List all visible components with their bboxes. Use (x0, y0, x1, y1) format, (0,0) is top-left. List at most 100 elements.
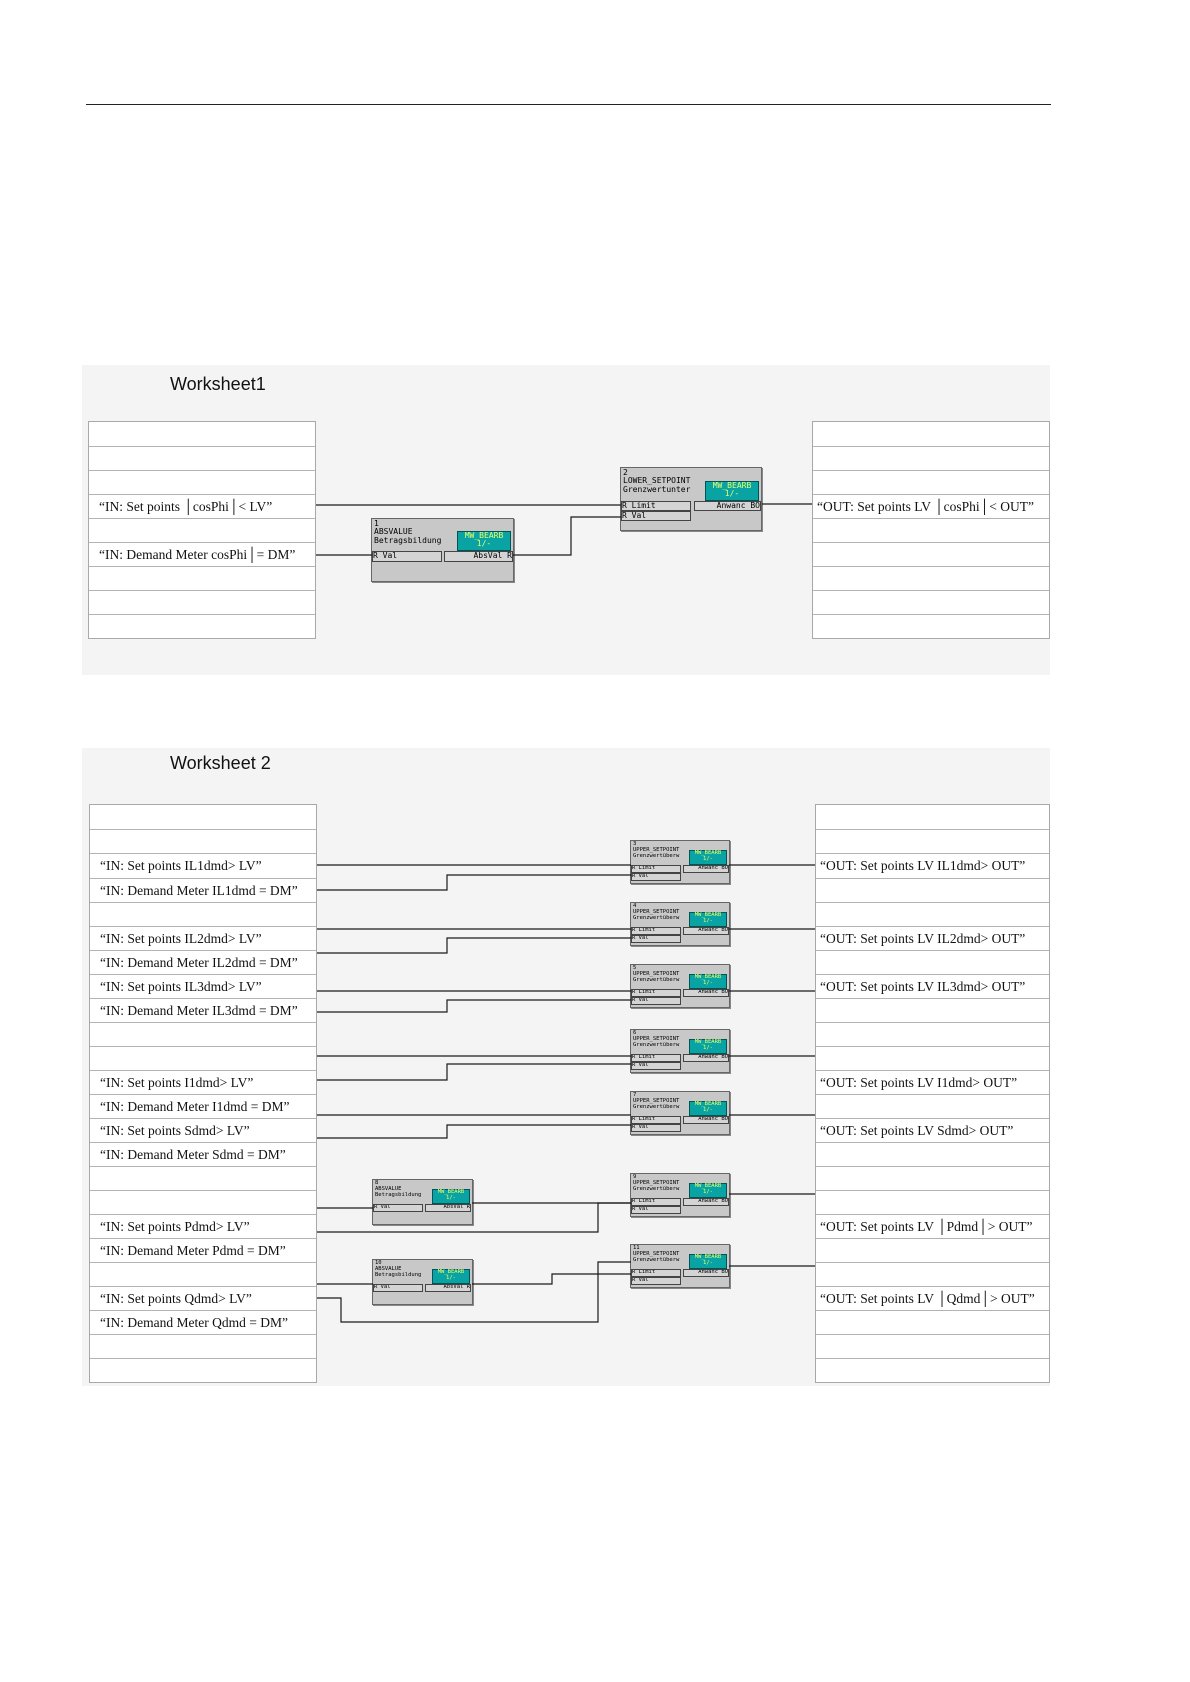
ws2-output-il3: “OUT: Set points LV IL3dmd> OUT” (816, 974, 1049, 998)
block-header: 4 UPPER_SETPOINT Grenzwertüberw (633, 903, 679, 921)
block-input-pin[interactable]: R Val (631, 1062, 681, 1070)
block-input-pin[interactable]: R Val (372, 551, 442, 562)
ws2-input-pdmd-setpoint: “IN: Set points Pdmd> LV” (90, 1214, 316, 1238)
block-tag-sequence: 1/- (703, 979, 713, 986)
block-output-pin[interactable]: Anwanc BO (683, 1198, 729, 1206)
ws1-input-row (89, 446, 315, 470)
block-output-pin[interactable]: AbsVal R (444, 551, 513, 562)
ws2-upper-setpoint-block[interactable]: 7 UPPER_SETPOINT Grenzwertüberw MW_BEARB… (630, 1091, 730, 1135)
block-output-pin[interactable]: Anwanc BO (683, 927, 729, 935)
block-number: 7 (633, 1092, 637, 1098)
ws2-output-row (816, 1142, 1049, 1166)
ws1-lower-setpoint-block[interactable]: 2 LOWER_SETPOINT Grenzwertunter MW_BEARB… (620, 467, 762, 531)
block-input-pin[interactable]: R Val (631, 873, 681, 881)
block-input-pin[interactable]: R Limit (631, 1116, 681, 1124)
ws2-output-i1: “OUT: Set points LV I1dmd> OUT” (816, 1070, 1049, 1094)
block-output-pin[interactable]: Anwanc BO (683, 1116, 729, 1124)
ws2-upper-setpoint-block[interactable]: 11 UPPER_SETPOINT Grenzwertüberw MW_BEAR… (630, 1244, 730, 1288)
ws2-output-row (816, 1190, 1049, 1214)
block-tag-sequence: 1/- (446, 1274, 456, 1281)
block-input-pin[interactable]: R Limit (631, 865, 681, 873)
ws2-upper-setpoint-block[interactable]: 6 UPPER_SETPOINT Grenzwertüberw MW_BEARB… (630, 1029, 730, 1073)
ws2-upper-setpoint-block[interactable]: 5 UPPER_SETPOINT Grenzwertüberw MW_BEARB… (630, 964, 730, 1008)
ws1-output-row (813, 446, 1049, 470)
ws2-input-il1-setpoint: “IN: Set points IL1dmd> LV” (90, 853, 316, 878)
block-output-pin[interactable]: Anwanc BO (683, 989, 729, 997)
ws2-output-row (816, 1334, 1049, 1358)
ws1-output-row (813, 542, 1049, 566)
block-input-pin[interactable]: R Limit (631, 927, 681, 935)
block-number: 6 (633, 1030, 637, 1036)
block-tag-sequence: 1/- (446, 1194, 456, 1201)
block-input-pin[interactable]: R Val (631, 1124, 681, 1132)
ws1-input-row (89, 590, 315, 614)
block-description: Grenzwertüberw (633, 852, 680, 859)
block-input-pin[interactable]: R Limit (631, 1198, 681, 1206)
ws2-input-row (90, 902, 316, 926)
block-tag-name: MW_BEARB (712, 481, 752, 490)
block-header: 2 LOWER_SETPOINT Grenzwertunter (623, 468, 690, 494)
ws2-output-row (816, 1310, 1049, 1334)
block-number: 3 (633, 841, 637, 847)
ws2-upper-setpoint-block[interactable]: 9 UPPER_SETPOINT Grenzwertüberw MW_BEARB… (630, 1173, 730, 1217)
ws2-output-row (816, 1022, 1049, 1046)
block-output-pin[interactable]: AbsVal R (425, 1204, 471, 1212)
ws2-absvalue-block[interactable]: 10 ABSVALUE Betragsbildung MW_BEARB 1/- … (372, 1259, 473, 1305)
ws2-input-i1-demand: “IN: Demand Meter I1dmd = DM” (90, 1094, 316, 1118)
ws2-output-pdmd: “OUT: Set points LV │Pdmd│> OUT” (816, 1214, 1049, 1238)
block-input-pin[interactable]: R Limit (621, 501, 691, 511)
ws2-output-sdmd: “OUT: Set points LV Sdmd> OUT” (816, 1118, 1049, 1142)
block-task-tag: MW_BEARB 1/- (689, 1254, 727, 1269)
block-output-pin[interactable]: Anwanc BO (683, 865, 729, 873)
ws2-upper-setpoint-block[interactable]: 3 UPPER_SETPOINT Grenzwertüberw MW_BEARB… (630, 840, 730, 884)
ws2-input-row (90, 829, 316, 853)
block-header: 11 UPPER_SETPOINT Grenzwertüberw (633, 1245, 680, 1263)
block-header: 5 UPPER_SETPOINT Grenzwertüberw (633, 965, 679, 983)
block-input-pin[interactable]: R Val (373, 1284, 423, 1292)
block-input-pin[interactable]: R Limit (631, 1269, 681, 1277)
block-task-tag: MW_BEARB 1/- (689, 974, 727, 989)
block-input-pin[interactable]: R Val (631, 997, 681, 1005)
ws2-input-i1-setpoint: “IN: Set points I1dmd> LV” (90, 1070, 316, 1094)
worksheet1-output-column: “OUT: Set points LV │cosPhi│< OUT” (812, 421, 1050, 639)
block-input-pin[interactable]: R Val (373, 1204, 423, 1212)
ws2-input-row (90, 1022, 316, 1046)
ws1-output-row (813, 518, 1049, 542)
block-number: 2 (623, 468, 628, 477)
ws1-input-row (89, 566, 315, 590)
ws1-input-row (89, 470, 315, 494)
block-input-pin[interactable]: R Val (621, 511, 691, 521)
block-output-pin[interactable]: Anwanc BO (683, 1054, 729, 1062)
block-input-pin[interactable]: R Limit (631, 989, 681, 997)
block-input-pin[interactable]: R Val (631, 1206, 681, 1214)
ws1-absvalue-block[interactable]: 1 ABSVALUE Betragsbildung MW_BEARB 1/- R… (371, 518, 514, 582)
ws2-upper-setpoint-block[interactable]: 4 UPPER_SETPOINT Grenzwertüberw MW_BEARB… (630, 902, 730, 946)
ws2-output-row (816, 1046, 1049, 1070)
ws2-output-il1: “OUT: Set points LV IL1dmd> OUT” (816, 853, 1049, 878)
ws2-input-il3-demand: “IN: Demand Meter IL3dmd = DM” (90, 998, 316, 1022)
block-output-pin[interactable]: Anwanc BO (694, 501, 761, 511)
block-tag-name: MW_BEARB (694, 1183, 722, 1189)
ws1-output-row (813, 590, 1049, 614)
block-input-pin[interactable]: R Val (631, 935, 681, 943)
block-description: Betragsbildung (375, 1271, 422, 1278)
ws2-output-row (816, 878, 1049, 902)
ws2-output-row (816, 998, 1049, 1022)
ws2-output-qdmd: “OUT: Set points LV │Qdmd│> OUT” (816, 1286, 1049, 1310)
block-header: 7 UPPER_SETPOINT Grenzwertüberw (633, 1092, 679, 1110)
block-input-pin[interactable]: R Val (631, 1277, 681, 1285)
ws2-input-sdmd-setpoint: “IN: Set points Sdmd> LV” (90, 1118, 316, 1142)
header-rule (86, 104, 1051, 105)
ws1-output-row (813, 470, 1049, 494)
block-number: 11 (633, 1245, 640, 1251)
block-number: 4 (633, 903, 637, 909)
block-output-pin[interactable]: Anwanc BO (683, 1269, 729, 1277)
block-input-pin[interactable]: R Limit (631, 1054, 681, 1062)
ws1-input-row (89, 518, 315, 542)
ws1-input-cosphi-setpoint: “IN: Set points │cosPhi│< LV” (89, 494, 315, 518)
ws2-absvalue-block[interactable]: 8 ABSVALUE Betragsbildung MW_BEARB 1/- R… (372, 1179, 473, 1225)
block-task-tag: MW_BEARB 1/- (432, 1269, 470, 1284)
block-type: UPPER_SETPOINT (633, 1250, 680, 1257)
block-tag-sequence: 1/- (703, 1044, 713, 1051)
block-output-pin[interactable]: AbsVal R (425, 1284, 471, 1292)
